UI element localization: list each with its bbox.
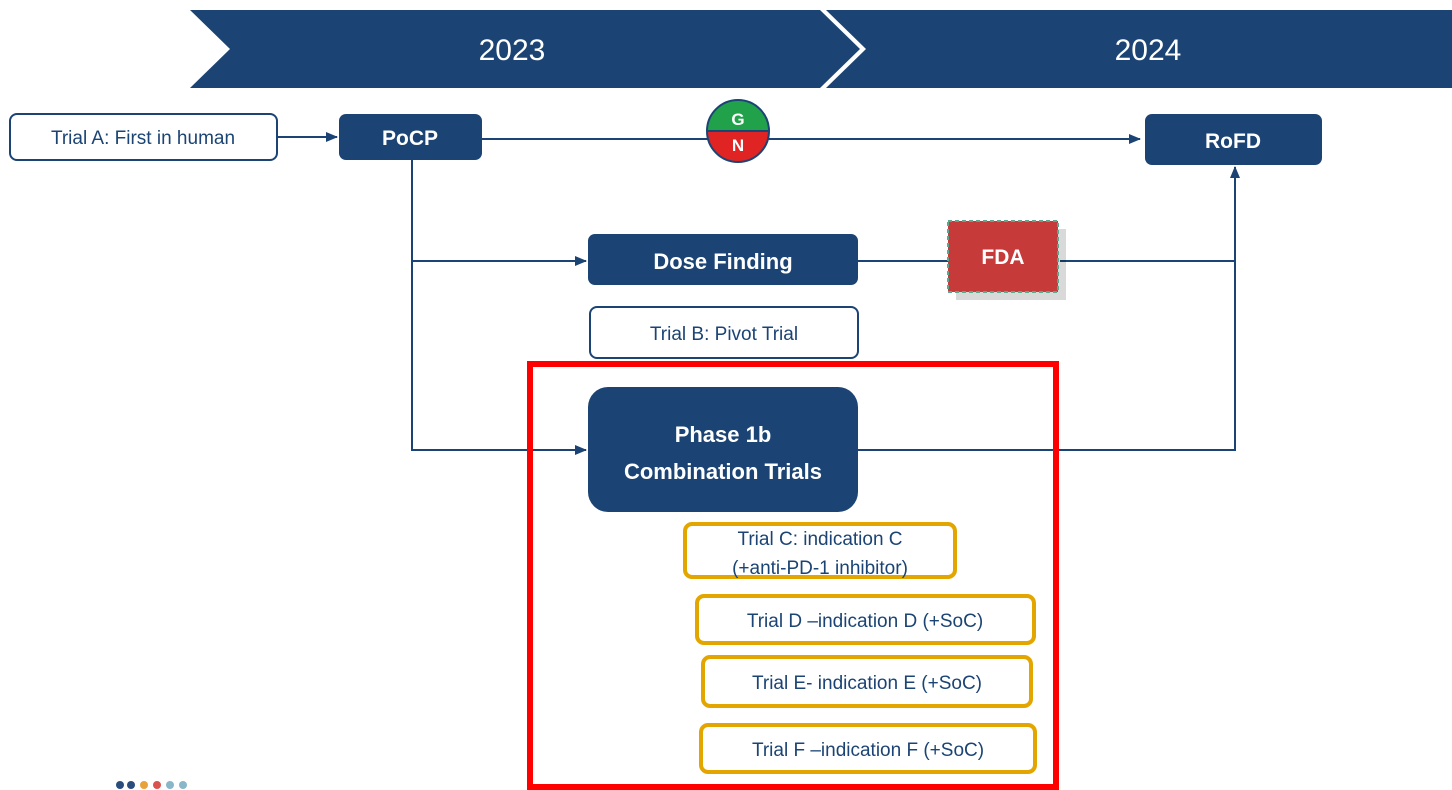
company-logo [116, 781, 187, 789]
fda-node: FDA [947, 220, 1066, 300]
decision-nogo-label: N [732, 136, 744, 155]
trial-e-label: Trial E- indication E (+SoC) [752, 673, 982, 694]
trial-a-label: Trial A: First in human [51, 128, 235, 149]
go-nogo-decision-icon: G N [706, 99, 770, 163]
connectors [277, 132, 1240, 455]
pocp-node: PoCP [339, 114, 482, 160]
chevron-2023: 2023 [190, 10, 860, 88]
trial-c-node: Trial C: indication C (+anti-PD-1 inhibi… [683, 522, 957, 579]
trial-a-node: Trial A: First in human [9, 113, 278, 161]
arrow-pocp-to-phase1b [411, 261, 587, 455]
phase1b-line2: Combination Trials [624, 459, 822, 484]
trial-c-line2: (+anti-PD-1 inhibitor) [732, 558, 908, 579]
decision-go-label: G [731, 110, 744, 129]
trial-f-label: Trial F –indication F (+SoC) [752, 740, 984, 761]
dose-finding-node: Dose Finding [588, 234, 858, 285]
line-phase1b-to-rofd [858, 261, 1236, 451]
chevron-2024: 2024 [826, 10, 1452, 88]
phase1b-node: Phase 1b Combination Trials [588, 387, 858, 512]
rofd-label: RoFD [1205, 130, 1261, 153]
trial-f-node: Trial F –indication F (+SoC) [699, 723, 1037, 774]
trial-b-node: Trial B: Pivot Trial [589, 306, 859, 359]
trial-b-label: Trial B: Pivot Trial [650, 324, 798, 345]
highlight-frame [527, 361, 1059, 790]
arrow-pocp-to-dosefinding [411, 160, 587, 266]
dose-finding-label: Dose Finding [653, 249, 792, 274]
pocp-label: PoCP [382, 127, 438, 150]
arrow-fda-to-rofd [1060, 166, 1240, 262]
year-2024-label: 2024 [1115, 34, 1182, 67]
phase1b-line1: Phase 1b [675, 422, 772, 447]
fda-label: FDA [981, 246, 1024, 269]
rofd-node: RoFD [1145, 114, 1322, 165]
trial-d-label: Trial D –indication D (+SoC) [747, 611, 983, 632]
trial-c-line1: Trial C: indication C [737, 529, 902, 550]
trial-e-node: Trial E- indication E (+SoC) [701, 655, 1033, 708]
year-2023-label: 2023 [479, 34, 546, 67]
trial-d-node: Trial D –indication D (+SoC) [695, 594, 1036, 645]
